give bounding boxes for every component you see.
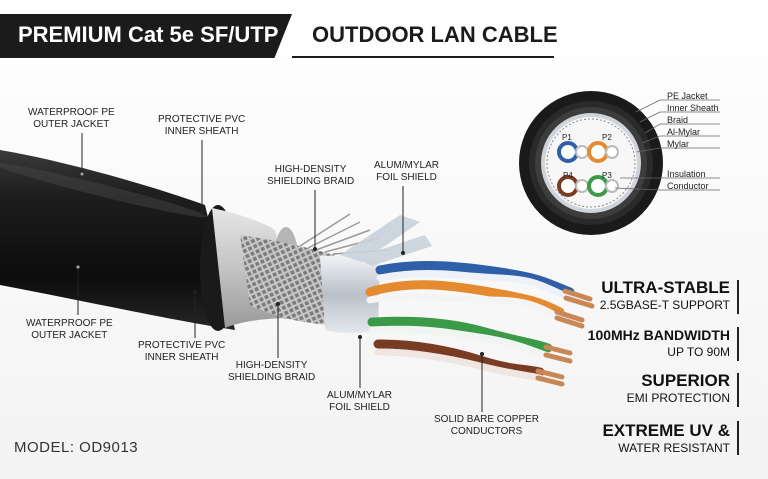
outer-jacket-shape [0, 150, 235, 330]
braid-shape [240, 235, 340, 325]
pair-label-p1: P1 [562, 133, 572, 142]
pair-label-p3: P3 [602, 171, 612, 180]
banner-underline [292, 56, 554, 58]
feature-bar-3 [737, 373, 739, 407]
cross-label-al-mylar: Al-Mylar [667, 127, 700, 137]
pair-green [367, 316, 553, 353]
feature-subtitle-2: UP TO 90M [667, 345, 730, 359]
feature-subtitle-1: 2.5GBASE-T SUPPORT [599, 298, 730, 312]
feature-title-3: SUPERIOR [641, 371, 730, 390]
cross-label-braid: Braid [667, 115, 689, 125]
banner-subtitle: OUTDOOR LAN CABLE [312, 22, 558, 47]
pair-label-p2: P2 [602, 133, 612, 142]
cross-section-diagram [519, 91, 720, 235]
cross-label-mylar: Mylar [667, 139, 689, 149]
feature-bar-1 [737, 280, 739, 314]
model-number: MODEL: OD9013 [14, 439, 139, 456]
feature-subtitle-4: WATER RESISTANT [618, 441, 730, 455]
pair-brown [373, 339, 545, 377]
pair-label-p4: P4 [563, 171, 573, 180]
cross-label-conductor: Conductor [667, 181, 709, 191]
feature-title-1: ULTRA-STABLE [601, 278, 730, 297]
foil-shape [320, 255, 380, 333]
pair-blue [375, 261, 575, 297]
pair-orange [365, 280, 565, 317]
feature-subtitle-3: EMI PROTECTION [626, 391, 730, 405]
copper-conductors [535, 288, 595, 387]
feature-title-2: 100MHz BANDWIDTH [587, 327, 730, 343]
title-banner [0, 14, 292, 58]
jacket-highlight [0, 162, 207, 218]
feature-bar-2 [737, 327, 739, 361]
feature-bar-4 [737, 421, 739, 455]
banner-title: PREMIUM Cat 5e SF/UTP [18, 22, 279, 47]
cross-label-pe-jacket: PE Jacket [667, 91, 708, 101]
cross-label-insulation: Insulation [667, 169, 706, 179]
cross-label-inner-sheath: Inner Sheath [667, 103, 719, 113]
feature-title-4: EXTREME UV & [602, 421, 730, 440]
